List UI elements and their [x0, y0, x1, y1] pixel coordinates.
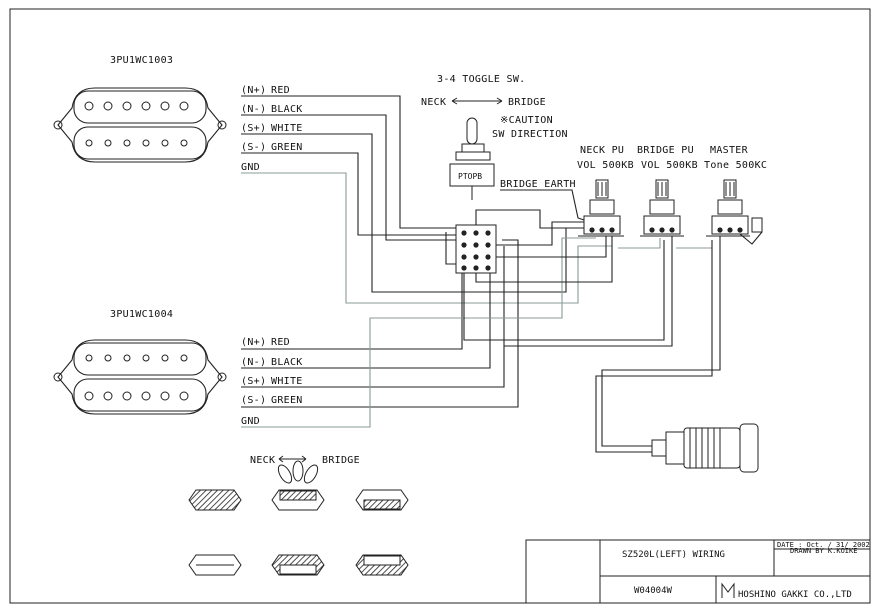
wire-label: RED	[271, 85, 290, 96]
switch-position-legend: NECK BRIDGE	[250, 455, 360, 484]
pickup-bottom-wires	[241, 237, 596, 428]
pickup-bottom-model: 3PU1WC1004	[110, 309, 173, 320]
legend-pickup-row-2	[188, 554, 409, 576]
pickup-bottom-pole-pieces	[84, 354, 189, 401]
wire-label: (S+)	[241, 123, 266, 134]
toggle-title: 3-4 TOGGLE SW.	[437, 74, 526, 85]
pickup-top-model: 3PU1WC1003	[110, 55, 173, 66]
toggle-switch: 3-4 TOGGLE SW. NECK BRIDGE ※CAUTION SW D…	[421, 74, 597, 274]
wire-label: (S+)	[241, 376, 266, 387]
pot-bridge-value: VOL 500KB	[641, 160, 698, 171]
double-arrow-icon	[451, 97, 503, 105]
wire-label: RED	[271, 337, 290, 348]
title-block: SZ520L(LEFT) WIRING DATE : Oct. / 31/ 20…	[525, 539, 871, 604]
drawing-date: DATE : Oct. / 31/ 2002	[777, 541, 870, 549]
wire-label: (N-)	[241, 357, 266, 368]
caution-label: ※CAUTION	[500, 115, 553, 126]
wire-label: BLACK	[271, 357, 303, 368]
wire-label: (N+)	[241, 337, 266, 348]
capacitor-icon	[751, 217, 763, 233]
pot-master-tone	[595, 179, 763, 453]
wire-label: WHITE	[271, 376, 303, 387]
output-jack	[651, 423, 759, 473]
wire-label: GREEN	[271, 142, 303, 153]
legend-bridge-label: BRIDGE	[322, 455, 360, 466]
wire-label: (N-)	[241, 104, 266, 115]
company-name: HOSHINO GAKKI CO.,LTD	[738, 590, 852, 600]
drawing-title: SZ520L(LEFT) WIRING	[622, 550, 725, 560]
pickup-bottom: 3PU1WC1004	[53, 309, 227, 415]
legend-pickup-row-1	[188, 489, 409, 511]
caution-direction: SW DIRECTION	[492, 129, 568, 140]
wire-label: GND	[241, 416, 260, 427]
company-logo-icon	[721, 582, 735, 598]
toggle-neck-label: NECK	[421, 97, 446, 108]
drawn-by: DRAWN BY K.KOIKE	[790, 547, 857, 555]
drawing-number: W04004W	[634, 586, 673, 596]
wire-label: (S-)	[241, 395, 266, 406]
legend-neck-label: NECK	[250, 455, 275, 466]
toggle-bridge-label: BRIDGE	[508, 97, 546, 108]
switch-to-pot-wires	[445, 209, 712, 341]
wire-label: WHITE	[271, 123, 303, 134]
wire-label: (S-)	[241, 142, 266, 153]
pot-bridge-name: BRIDGE PU	[637, 145, 694, 156]
pickup-top-pole-pieces	[84, 101, 189, 147]
wire-label: (N+)	[241, 85, 266, 96]
pot-bridge	[504, 179, 684, 347]
wire-label: GREEN	[271, 395, 303, 406]
drawing-frame	[9, 8, 871, 604]
pot-master-name: MASTER	[710, 145, 749, 156]
pot-labels: NECK PU VOL 500KB BRIDGE PU VOL 500KB MA…	[577, 145, 767, 171]
pot-master-value: Tone 500KC	[704, 160, 767, 171]
pot-neck-name: NECK PU	[580, 145, 624, 156]
svg-text:PTOPB: PTOPB	[458, 172, 482, 181]
wire-label: GND	[241, 162, 260, 173]
pickup-top-wire-labels: (N+) RED (N-) BLACK (S+) WHITE (S-) GREE…	[241, 85, 303, 173]
pickup-bottom-wire-labels: (N+) RED (N-) BLACK (S+) WHITE (S-) GREE…	[241, 337, 303, 427]
bridge-earth-label: BRIDGE EARTH	[500, 179, 576, 190]
pickup-top: 3PU1WC1003	[53, 55, 227, 163]
wire-label: BLACK	[271, 104, 303, 115]
pot-neck	[578, 179, 624, 237]
pot-neck-value: VOL 500KB	[577, 160, 634, 171]
